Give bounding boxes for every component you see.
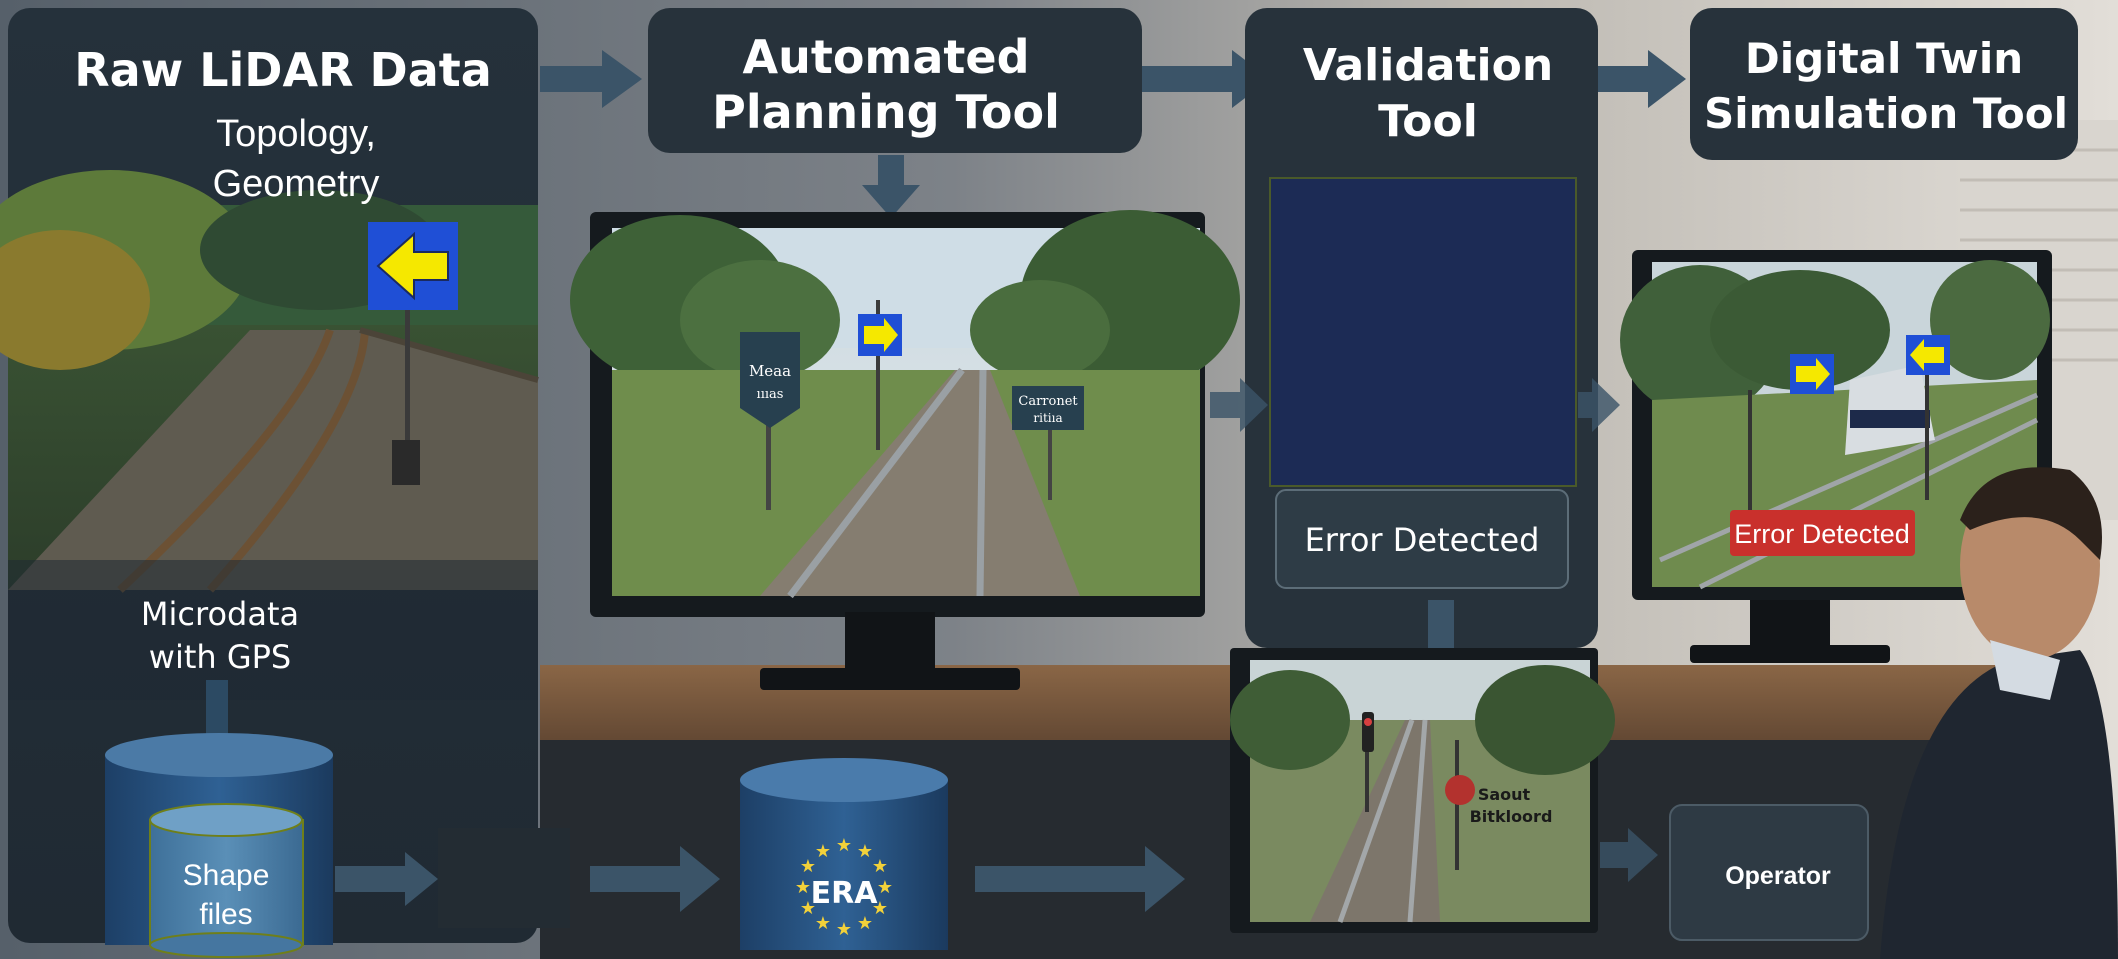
validation-sign-line2: Bitkloord — [1470, 807, 1553, 826]
validation-connector — [1428, 600, 1454, 650]
svg-text:★: ★ — [857, 841, 873, 862]
arrow-planning-down — [862, 155, 920, 218]
error-detected-label: Error Detected — [1305, 521, 1540, 559]
bottom-arrow-1 — [335, 852, 438, 906]
svg-text:★: ★ — [857, 913, 873, 934]
twin-error-label: Error Detected — [1734, 519, 1910, 549]
svg-text:★: ★ — [800, 856, 816, 877]
twin-error-badge — [1730, 510, 1915, 556]
bottom-arrow-2 — [590, 846, 720, 912]
planning-sign-left-line2: ıııas — [757, 387, 784, 402]
planning-monitor-direction-sign — [858, 300, 902, 450]
planning-monitor-sign-right — [1012, 386, 1084, 500]
arrow-out-of-validation — [1578, 378, 1620, 432]
planning-tool-title-line2: Planning Tool — [712, 85, 1060, 139]
planning-sign-right-line2: ritiıa — [1033, 411, 1062, 425]
svg-text:★: ★ — [872, 898, 888, 919]
planning-tool-title-line1: Automated — [742, 30, 1029, 84]
digital-twin-direction-sign-left — [1906, 335, 1950, 375]
arrow-lidar-to-planning — [540, 50, 642, 108]
raw-lidar-subtitle-line1: Topology, — [216, 113, 376, 155]
validation-navy-display — [1269, 177, 1577, 487]
arrow-to-operator — [1600, 828, 1658, 882]
operator-box — [1669, 804, 1869, 941]
era-database-cylinder — [740, 758, 948, 950]
intermediate-box — [438, 828, 570, 928]
validation-tool-title-line1: Validation — [1303, 40, 1553, 91]
shape-files-label-line1: Shape — [183, 859, 270, 892]
raw-lidar-title: Raw LiDAR Data — [74, 43, 492, 97]
raw-lidar-track-photo — [0, 170, 539, 700]
planning-sign-right-line1: Carronet — [1018, 394, 1078, 409]
svg-text:★: ★ — [872, 856, 888, 877]
svg-text:★: ★ — [800, 898, 816, 919]
bottom-arrow-3 — [975, 846, 1185, 912]
arrow-validation-to-twin — [1598, 50, 1686, 108]
validation-sign-line1: Saout — [1478, 785, 1531, 804]
error-detected-panel — [1275, 489, 1569, 589]
microdata-label-line1: Microdata — [141, 595, 299, 633]
shape-files-label-line2: files — [199, 898, 252, 931]
svg-text:★: ★ — [877, 877, 893, 898]
svg-text:★: ★ — [815, 913, 831, 934]
planning-tool-box — [648, 8, 1142, 153]
svg-text:★: ★ — [815, 841, 831, 862]
shape-files-cylinder — [149, 803, 304, 958]
digital-twin-title-line2: Simulation Tool — [1704, 89, 2068, 138]
era-label: ERA — [811, 876, 879, 911]
arrow-into-validation — [1210, 378, 1268, 432]
svg-text:★: ★ — [836, 835, 852, 856]
microdata-label-line2: with GPS — [149, 638, 291, 676]
raw-lidar-direction-sign — [368, 222, 458, 310]
validation-lower-monitor — [1230, 648, 1615, 933]
raw-lidar-subtitle-line2: Geometry — [213, 163, 380, 205]
planning-monitor-sign-left — [740, 332, 800, 510]
planning-sign-left-line1: Meaa — [749, 362, 791, 380]
digital-twin-direction-sign-right — [1790, 354, 1834, 394]
microdata-connector — [206, 680, 228, 750]
svg-text:★: ★ — [836, 919, 852, 940]
svg-text:★: ★ — [795, 877, 811, 898]
digital-twin-box — [1690, 8, 2078, 160]
operator-person — [1880, 467, 2118, 959]
validation-tool-title-line2: Tool — [1378, 96, 1478, 147]
era-stars-icon: ★★★ ★★★ ★★★ ★★★ — [795, 835, 893, 940]
operator-label: Operator — [1725, 862, 1831, 890]
digital-twin-title-line1: Digital Twin — [1745, 34, 2023, 83]
